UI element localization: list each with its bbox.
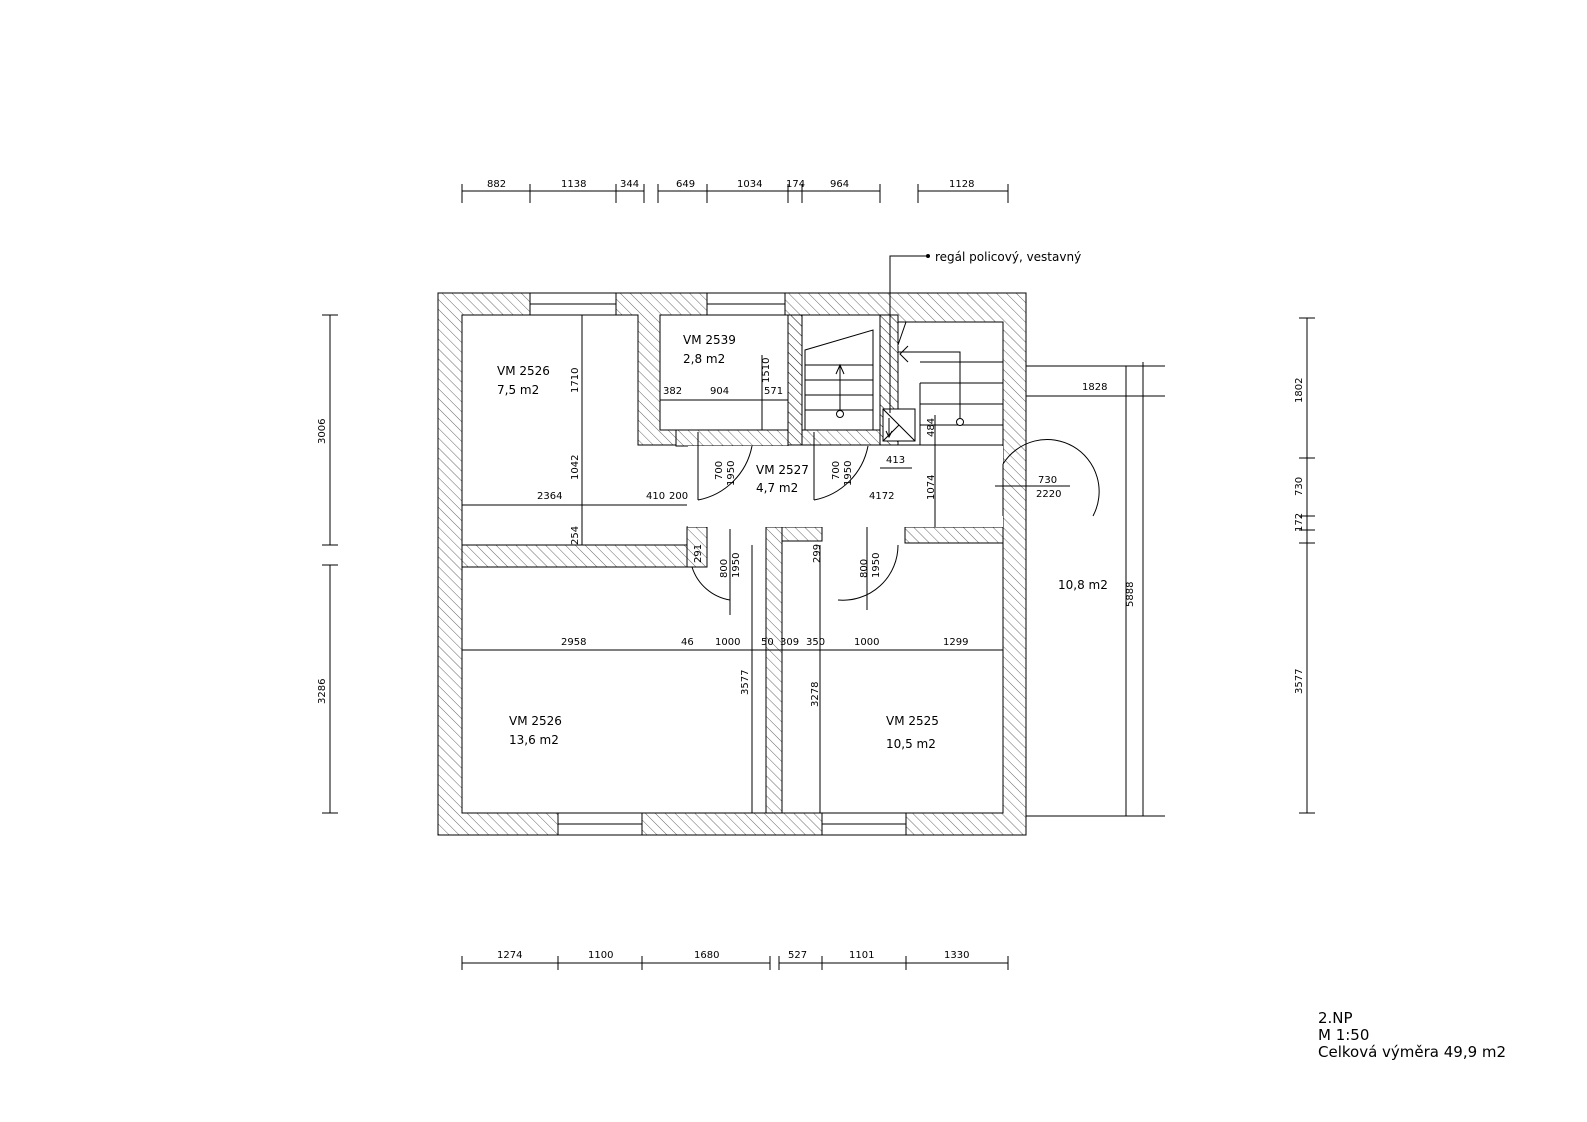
shelf-annotation: regál policový, vestavný [935, 250, 1081, 264]
wall-mid-vertical [765, 526, 783, 814]
dim-int-24: 1950 [731, 553, 742, 578]
title-block: 2.NP M 1:50 Celková výměra 49,9 m2 [1318, 1010, 1506, 1061]
dim-int-21: 5888 [1125, 582, 1136, 607]
dim-int-17: 4172 [869, 491, 894, 502]
dim-int-8: 571 [764, 386, 783, 397]
room-label-3-id: VM 2526 [509, 714, 562, 728]
dim-bottom-4: 1101 [849, 950, 874, 961]
dim-int-25: 299 [812, 544, 823, 563]
dim-int-0: 1710 [570, 368, 581, 393]
dim-int-30: 1000 [715, 637, 740, 648]
room-label-3-area: 13,6 m2 [509, 733, 559, 747]
dim-right-3: 3577 [1294, 669, 1305, 694]
room-label-5-area: 10,8 m2 [1058, 578, 1108, 592]
dim-int-16: 1074 [926, 475, 937, 500]
dim-int-26: 800 [859, 559, 870, 578]
dim-top-5: 174 [786, 179, 805, 190]
dim-bottom-5: 1330 [944, 950, 969, 961]
dim-int-34: 1000 [854, 637, 879, 648]
dim-int-3: 2364 [537, 491, 562, 502]
windows [529, 292, 907, 836]
floor-label: 2.NP [1318, 1009, 1353, 1027]
room-label-0-area: 7,5 m2 [497, 383, 539, 397]
room-label-2-area: 4,7 m2 [756, 481, 798, 495]
wall-mid-top [781, 526, 823, 542]
wall-corridor-upper [675, 429, 789, 447]
dim-right-0: 1802 [1294, 378, 1305, 403]
dim-int-2: 254 [570, 526, 581, 545]
dim-int-36: 3577 [740, 670, 751, 695]
dim-right-2: 172 [1294, 513, 1305, 532]
stairs [804, 321, 1004, 446]
dim-int-1: 1042 [570, 455, 581, 480]
dim-top-4: 1034 [737, 179, 762, 190]
dim-int-28: 2958 [561, 637, 586, 648]
wall-left-partition [461, 544, 688, 568]
dim-bottom-2: 1680 [694, 950, 719, 961]
room-label-2-id: VM 2527 [756, 463, 809, 477]
doors [691, 432, 1100, 615]
dim-int-19: 2220 [1036, 489, 1061, 500]
dim-int-5: 200 [669, 491, 688, 502]
dim-int-6: 382 [663, 386, 682, 397]
dimension-labels: 882 1138 344 649 1034 174 964 1128 1274 … [317, 179, 1305, 961]
dim-int-33: 350 [806, 637, 825, 648]
dim-int-11: 1950 [726, 461, 737, 486]
dim-top-0: 882 [487, 179, 506, 190]
room-vm2539-floor [659, 314, 789, 431]
dim-int-12: 700 [831, 461, 842, 480]
wall-right-partition [904, 526, 1004, 544]
dim-top-2: 344 [620, 179, 639, 190]
dim-top-1: 1138 [561, 179, 586, 190]
dim-top-6: 964 [830, 179, 849, 190]
room-label-1-area: 2,8 m2 [683, 352, 725, 366]
dim-int-22: 291 [693, 544, 704, 563]
dim-int-10: 700 [714, 461, 725, 480]
room-labels: VM 2526 7,5 m2 VM 2539 2,8 m2 VM 2527 4,… [497, 333, 1108, 751]
dim-int-18: 730 [1038, 475, 1057, 486]
dim-top-7: 1128 [949, 179, 974, 190]
dim-int-9: 1510 [761, 358, 772, 383]
dim-int-4: 410 [646, 491, 665, 502]
dim-right-1: 730 [1294, 477, 1305, 496]
annotation-leader [889, 255, 928, 413]
dim-left-0: 3006 [317, 419, 328, 444]
scale-label: M 1:50 [1318, 1026, 1370, 1044]
total-area-label: Celková výměra 49,9 m2 [1318, 1043, 1507, 1061]
dim-bottom-0: 1274 [497, 950, 522, 961]
dim-top-3: 649 [676, 179, 695, 190]
dim-int-14: 413 [886, 455, 905, 466]
dim-int-37: 3278 [810, 682, 821, 707]
dim-int-27: 1950 [871, 553, 882, 578]
dim-int-15: 484 [926, 418, 937, 437]
corridor [688, 446, 1003, 527]
room-label-0-id: VM 2526 [497, 364, 550, 378]
dim-int-29: 46 [681, 637, 694, 648]
wall-stair-left [787, 314, 803, 446]
dim-left-1: 3286 [317, 679, 328, 704]
room-label-4-id: VM 2525 [886, 714, 939, 728]
dim-int-20: 1828 [1082, 382, 1107, 393]
dim-int-31: 50 [761, 637, 774, 648]
dim-int-23: 800 [719, 559, 730, 578]
room-label-4-area: 10,5 m2 [886, 737, 936, 751]
dim-bottom-3: 527 [788, 950, 807, 961]
dim-int-32: 309 [780, 637, 799, 648]
dim-bottom-1: 1100 [588, 950, 613, 961]
room-label-1-id: VM 2539 [683, 333, 736, 347]
terrace [1026, 362, 1165, 817]
dimension-lines [322, 184, 1315, 970]
dim-int-13: 1950 [843, 461, 854, 486]
dim-int-7: 904 [710, 386, 729, 397]
dim-int-35: 1299 [943, 637, 968, 648]
